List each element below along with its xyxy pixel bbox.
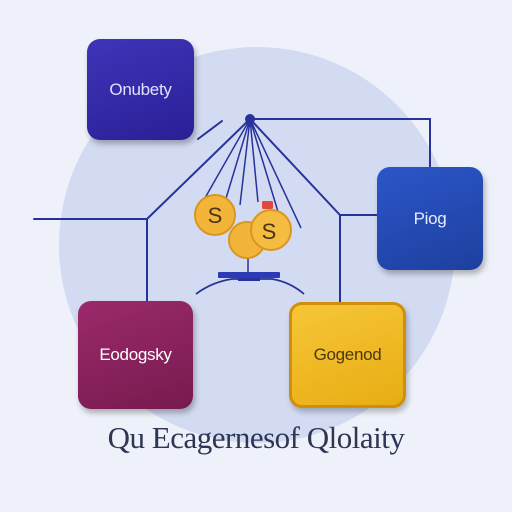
node-right-label: Piog xyxy=(413,208,447,228)
coin-right xyxy=(250,209,292,251)
node-bottom-left: Eodogsky xyxy=(78,301,193,409)
diagram-caption: Qu Ecagernesof Qlolaity xyxy=(107,420,405,455)
connector-top-left xyxy=(197,120,223,140)
coin-left-symbol: S xyxy=(208,203,223,228)
coin-left xyxy=(194,194,236,236)
node-top-left-label: Onubety xyxy=(109,79,172,99)
connector-right xyxy=(249,118,431,169)
balance-scale-icon: S S xyxy=(194,114,305,295)
node-top-left: Onubety xyxy=(87,39,194,140)
node-bottom-left-label: Eodogsky xyxy=(99,345,172,364)
coin-right-symbol: S xyxy=(262,219,277,244)
node-bottom-right: Gogenod xyxy=(289,302,406,408)
coin-tag xyxy=(262,201,273,209)
node-bottom-right-label: Gogenod xyxy=(313,345,382,364)
node-right: Piog xyxy=(377,167,483,270)
